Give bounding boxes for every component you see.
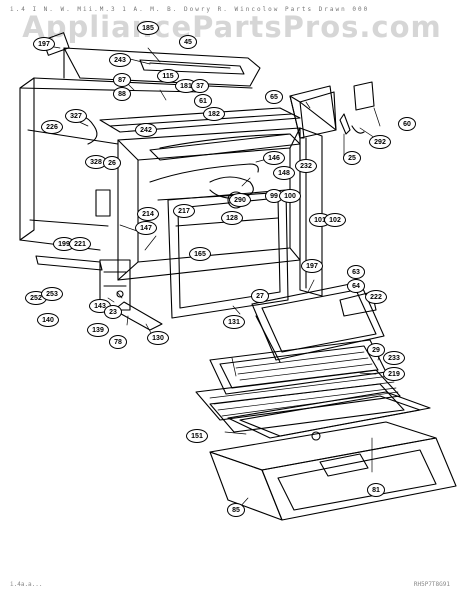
control-box (289, 81, 375, 139)
callout-140: 140 (37, 313, 59, 327)
cabinet-left-wall (19, 77, 253, 251)
door-inner-panel (227, 391, 431, 441)
callout-232: 232 (295, 159, 317, 173)
callout-139: 139 (87, 323, 109, 337)
callout-128: 128 (221, 211, 243, 225)
callout-131: 131 (223, 315, 245, 329)
callout-233: 233 (383, 351, 405, 365)
callout-147: 147 (135, 221, 157, 235)
callout-60: 60 (398, 117, 416, 131)
callout-29: 29 (367, 343, 385, 357)
footer-code: RH5P7T8G91 (413, 581, 450, 588)
callout-88: 88 (113, 87, 131, 101)
callout-37: 37 (191, 79, 209, 93)
callout-197: 197 (33, 37, 55, 51)
callout-27: 27 (251, 289, 269, 303)
callout-327: 327 (65, 109, 87, 123)
callout-25: 25 (343, 151, 361, 165)
callout-165: 165 (189, 247, 211, 261)
callout-64: 64 (347, 279, 365, 293)
callout-45: 45 (179, 35, 197, 49)
callout-23: 23 (104, 305, 122, 319)
top-frame (42, 32, 261, 87)
scan-header-text: i.4 I N. W. Mii.M.3 1 A. M. B. Dowry R. … (10, 6, 370, 13)
callout-219: 219 (383, 367, 405, 381)
callout-197: 197 (301, 259, 323, 273)
callout-222: 222 (365, 290, 387, 304)
watermark: AppliancePartsPros.com (22, 10, 442, 44)
callout-78: 78 (109, 335, 127, 349)
callout-87: 87 (113, 73, 131, 87)
broiler-panel (251, 281, 385, 363)
callout-63: 63 (347, 265, 365, 279)
callout-115: 115 (157, 69, 179, 83)
callout-226: 226 (41, 120, 63, 134)
callout-290: 290 (229, 193, 251, 207)
callout-242: 242 (135, 123, 157, 137)
callout-65: 65 (265, 90, 283, 104)
callout-81: 81 (367, 483, 385, 497)
callout-148: 148 (273, 166, 295, 180)
callout-151: 151 (186, 429, 208, 443)
callout-61: 61 (194, 94, 212, 108)
callout-130: 130 (147, 331, 169, 345)
callout-243: 243 (109, 53, 131, 67)
callout-292: 292 (369, 135, 391, 149)
callout-85: 85 (227, 503, 245, 517)
callout-253: 253 (41, 287, 63, 301)
callout-100: 100 (279, 189, 301, 203)
callout-102: 102 (324, 213, 346, 227)
callout-182: 182 (203, 107, 225, 121)
callout-221: 221 (69, 237, 91, 251)
oven-rack-lower (209, 383, 405, 433)
callout-26: 26 (103, 156, 121, 170)
callout-214: 214 (137, 207, 159, 221)
callout-146: 146 (263, 151, 285, 165)
oven-door (209, 421, 457, 521)
callout-217: 217 (173, 204, 195, 218)
footer-left-text: i.4a.a... (10, 581, 43, 588)
callout-185: 185 (137, 21, 159, 35)
